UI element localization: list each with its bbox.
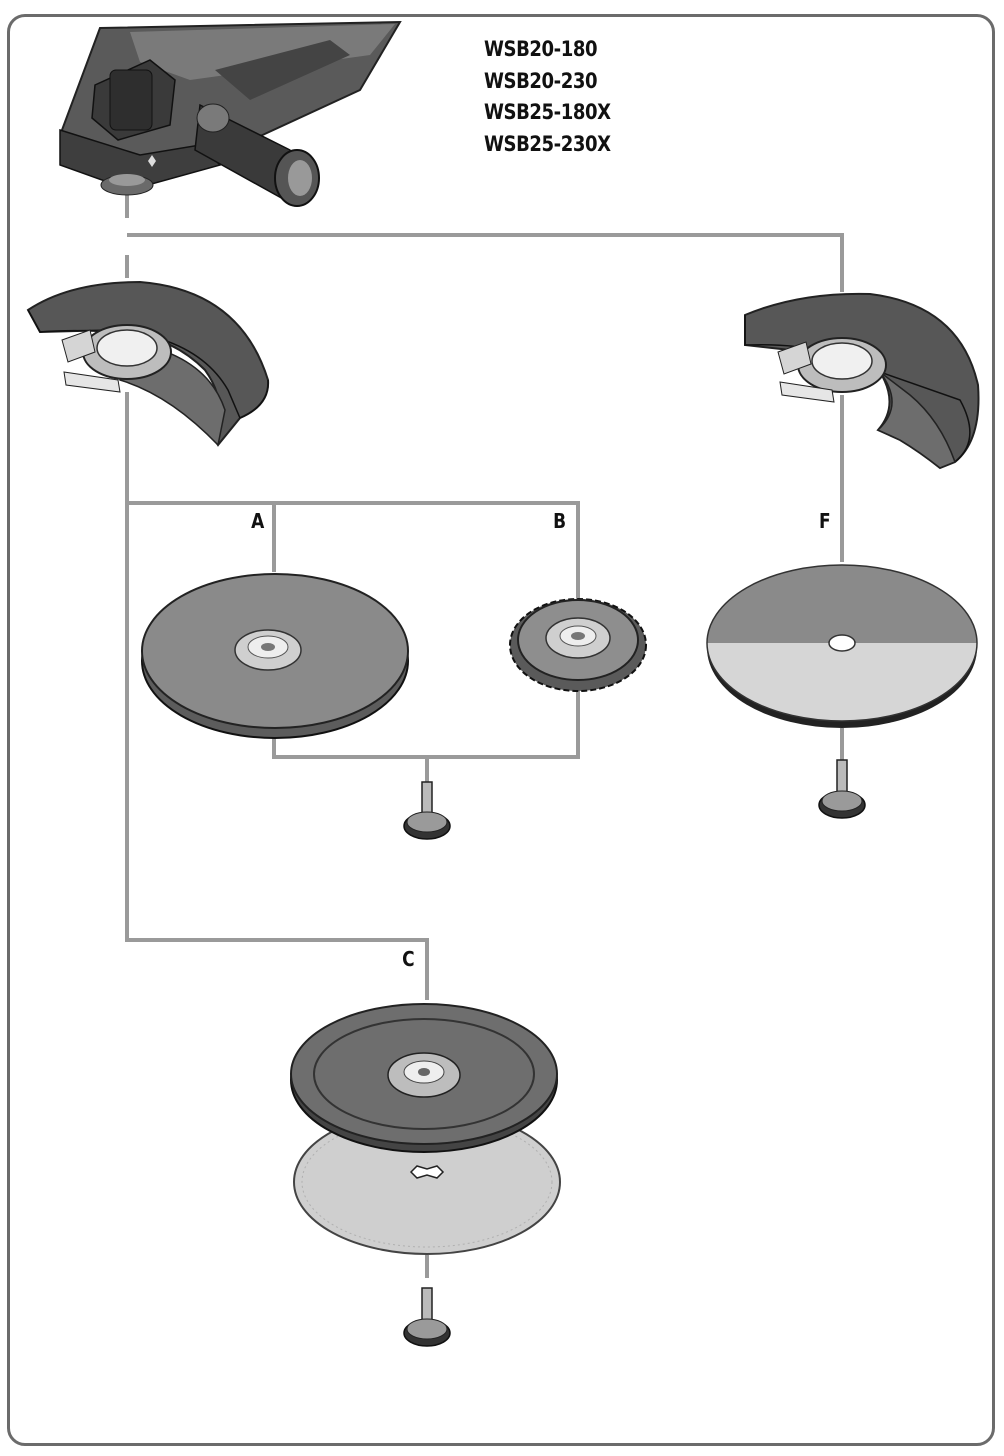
connector-ab-top — [127, 501, 580, 600]
diagram-frame — [7, 14, 995, 1446]
grinding-disc-icon — [141, 573, 409, 739]
model-name: WSB25-180X — [484, 100, 611, 124]
clamping-screw-icon — [403, 781, 451, 840]
cutting-disc-icon — [706, 564, 978, 728]
connector-guard-down — [125, 392, 429, 1000]
label-b: B — [553, 509, 567, 533]
model-name: WSB20-230 — [484, 68, 598, 93]
model-name: WSB25-230X — [484, 131, 611, 156]
model-name: WSB20-180 — [484, 37, 598, 61]
clamping-screw-icon — [818, 759, 866, 819]
connector-lines — [125, 195, 844, 1278]
connector-tool-right — [127, 233, 844, 292]
label-c: C — [402, 947, 415, 971]
label-a: A — [251, 509, 265, 533]
label-f: F — [819, 509, 831, 533]
angle-grinder-icon — [59, 20, 402, 207]
clamping-screw-icon — [403, 1287, 451, 1347]
wire-brush-icon — [509, 598, 647, 692]
guard-open-icon — [26, 280, 270, 447]
model-list: WSB20-180 WSB20-230 WSB25-180X WSB25-230… — [484, 34, 631, 160]
backing-pad-icon — [290, 1003, 558, 1153]
guard-closed-icon — [744, 292, 980, 470]
